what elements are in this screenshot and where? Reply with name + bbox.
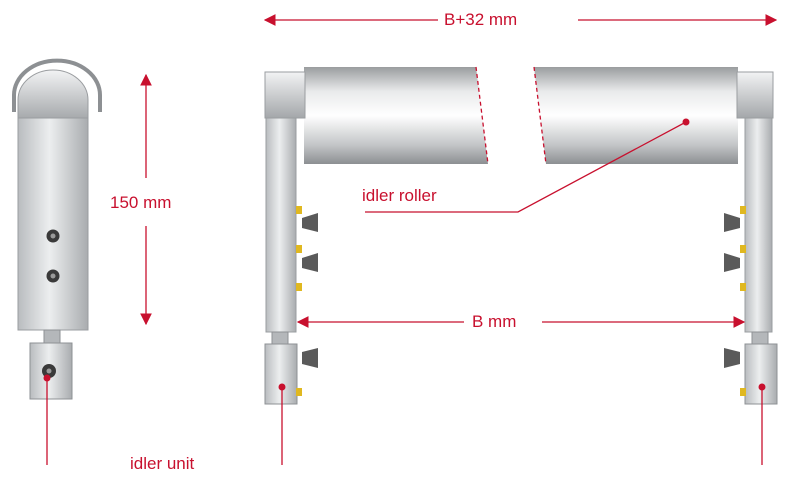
idler-roller-label: idler roller bbox=[362, 186, 437, 206]
roller-right-section bbox=[534, 67, 738, 164]
left-bracket-cap bbox=[264, 71, 306, 119]
left-bracket-bar bbox=[265, 117, 297, 333]
right-bracket-bar bbox=[744, 117, 773, 333]
roller-left-section bbox=[304, 67, 488, 164]
right-bracket-cap bbox=[736, 71, 774, 119]
height-label: 150 mm bbox=[110, 193, 172, 213]
right-clamp bbox=[744, 343, 778, 405]
unit-body bbox=[17, 117, 89, 331]
unit-head bbox=[17, 69, 89, 121]
roller-end-arc bbox=[12, 58, 102, 112]
overall-width-label: B+32 mm bbox=[444, 10, 518, 30]
roller-leader bbox=[365, 121, 687, 213]
inner-width-label: B mm bbox=[472, 312, 517, 332]
left-knobs bbox=[296, 206, 318, 396]
unit-stem bbox=[43, 329, 61, 345]
unit-leader-dot bbox=[43, 374, 51, 382]
roller-assembly-front-view bbox=[264, 66, 778, 465]
idler-unit-side-view bbox=[12, 58, 102, 465]
idler-unit-label: idler unit bbox=[130, 454, 195, 474]
left-clamp bbox=[264, 343, 298, 405]
right-knobs bbox=[724, 206, 746, 396]
